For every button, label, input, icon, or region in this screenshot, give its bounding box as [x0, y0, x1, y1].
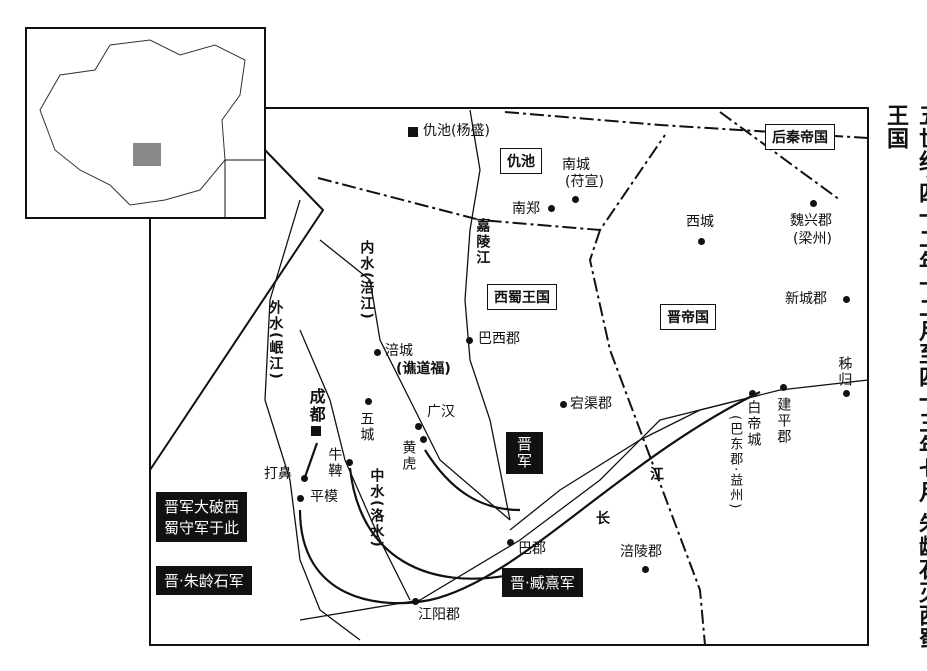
place-nancheng-note: (苻宣) — [565, 174, 604, 190]
callout-victory: 晋军大破西 蜀守军于此 — [156, 492, 248, 542]
place-nancheng: 南城 — [562, 157, 590, 173]
main-frame — [149, 107, 869, 646]
state-later-qin: 后秦帝国 — [765, 124, 835, 150]
capital-marker — [311, 426, 321, 436]
place-fuling: 涪陵郡 — [620, 544, 662, 560]
place-fucheng: 涪城 — [385, 343, 413, 359]
city-dot — [698, 238, 705, 245]
callout-zhu-lingshi: 晋·朱龄石军 — [156, 566, 252, 595]
place-pingmo: 平模 — [310, 489, 338, 505]
place-zigui: 秭归 — [836, 356, 853, 388]
city-dot — [548, 205, 555, 212]
route-jin-army — [424, 449, 521, 512]
place-baidi: 白帝城 — [745, 400, 762, 448]
city-dot — [810, 200, 817, 207]
city-dot — [297, 495, 304, 502]
place-baidi-note: (巴东郡·益州) — [727, 415, 743, 511]
place-jianping: 建平郡 — [775, 397, 792, 445]
route-zhu-lingshi — [298, 391, 761, 605]
city-dot — [507, 539, 514, 546]
callout-zang-xi: 晋·臧熹军 — [502, 568, 583, 597]
callout-victory-line1: 晋军大破西 — [164, 498, 240, 516]
place-weixing: 魏兴郡 — [790, 213, 832, 229]
river-jialing: 嘉陵江 — [474, 218, 491, 266]
outer-boundary — [149, 149, 325, 471]
place-xincheng: 新城郡 — [785, 291, 827, 307]
place-niupi: 牛鞞 — [326, 447, 343, 479]
city-dot — [415, 423, 422, 430]
place-chengdu: 成都 — [306, 388, 326, 424]
route-zang-xi — [348, 467, 511, 580]
river-chang: 长 — [596, 511, 610, 527]
callout-jin-army: 晋军 — [506, 432, 543, 474]
city-dot — [301, 475, 308, 482]
place-jiangyang: 江阳郡 — [418, 607, 460, 623]
city-dot — [412, 598, 419, 605]
city-dot — [572, 196, 579, 203]
inset-china-outline — [39, 39, 246, 206]
place-daqi: 打鼻 — [264, 466, 292, 482]
city-dot — [843, 390, 850, 397]
river-neishui: 内水(涪江) — [358, 240, 375, 321]
place-chouchi: 仇池(杨盛) — [423, 123, 490, 139]
place-weixing-note: (梁州) — [793, 231, 832, 247]
city-dot — [374, 349, 381, 356]
place-baxi: 巴西郡 — [478, 331, 520, 347]
map-title: 五世纪·四一二年十二月至四一三年七月 朱龄石灭西蜀王国 — [883, 104, 927, 650]
inset-highlight — [133, 143, 161, 166]
city-dot — [420, 436, 427, 443]
city-dot — [560, 401, 567, 408]
state-western-shu: 西蜀王国 — [487, 284, 557, 310]
river-waishui: 外水(岷江) — [267, 300, 284, 381]
place-huanghu: 黄虎 — [400, 440, 417, 472]
place-wucheng: 五城 — [358, 411, 375, 443]
city-dot — [346, 459, 353, 466]
place-xicheng: 西城 — [686, 214, 714, 230]
place-guanghan: 广汉 — [427, 404, 455, 420]
place-fucheng-note: (谯道福) — [396, 361, 451, 377]
inset-islands-box — [224, 159, 266, 219]
river-jiang: 江 — [650, 467, 664, 483]
place-bajun: 巴郡 — [518, 541, 546, 557]
river-zhongshui: 中水(洛水) — [368, 468, 385, 549]
city-dot — [365, 398, 372, 405]
place-nanzheng: 南郑 — [512, 201, 540, 217]
state-jin: 晋帝国 — [660, 304, 716, 330]
city-dot — [843, 296, 850, 303]
route-to-chengdu — [303, 442, 319, 478]
capital-marker — [408, 127, 418, 137]
city-dot — [749, 390, 756, 397]
state-chouchi: 仇池 — [500, 148, 542, 174]
city-dot — [780, 384, 787, 391]
place-dangqu: 宕渠郡 — [570, 396, 612, 412]
callout-victory-line2: 蜀守军于此 — [164, 519, 240, 537]
city-dot — [642, 566, 649, 573]
city-dot — [466, 337, 473, 344]
